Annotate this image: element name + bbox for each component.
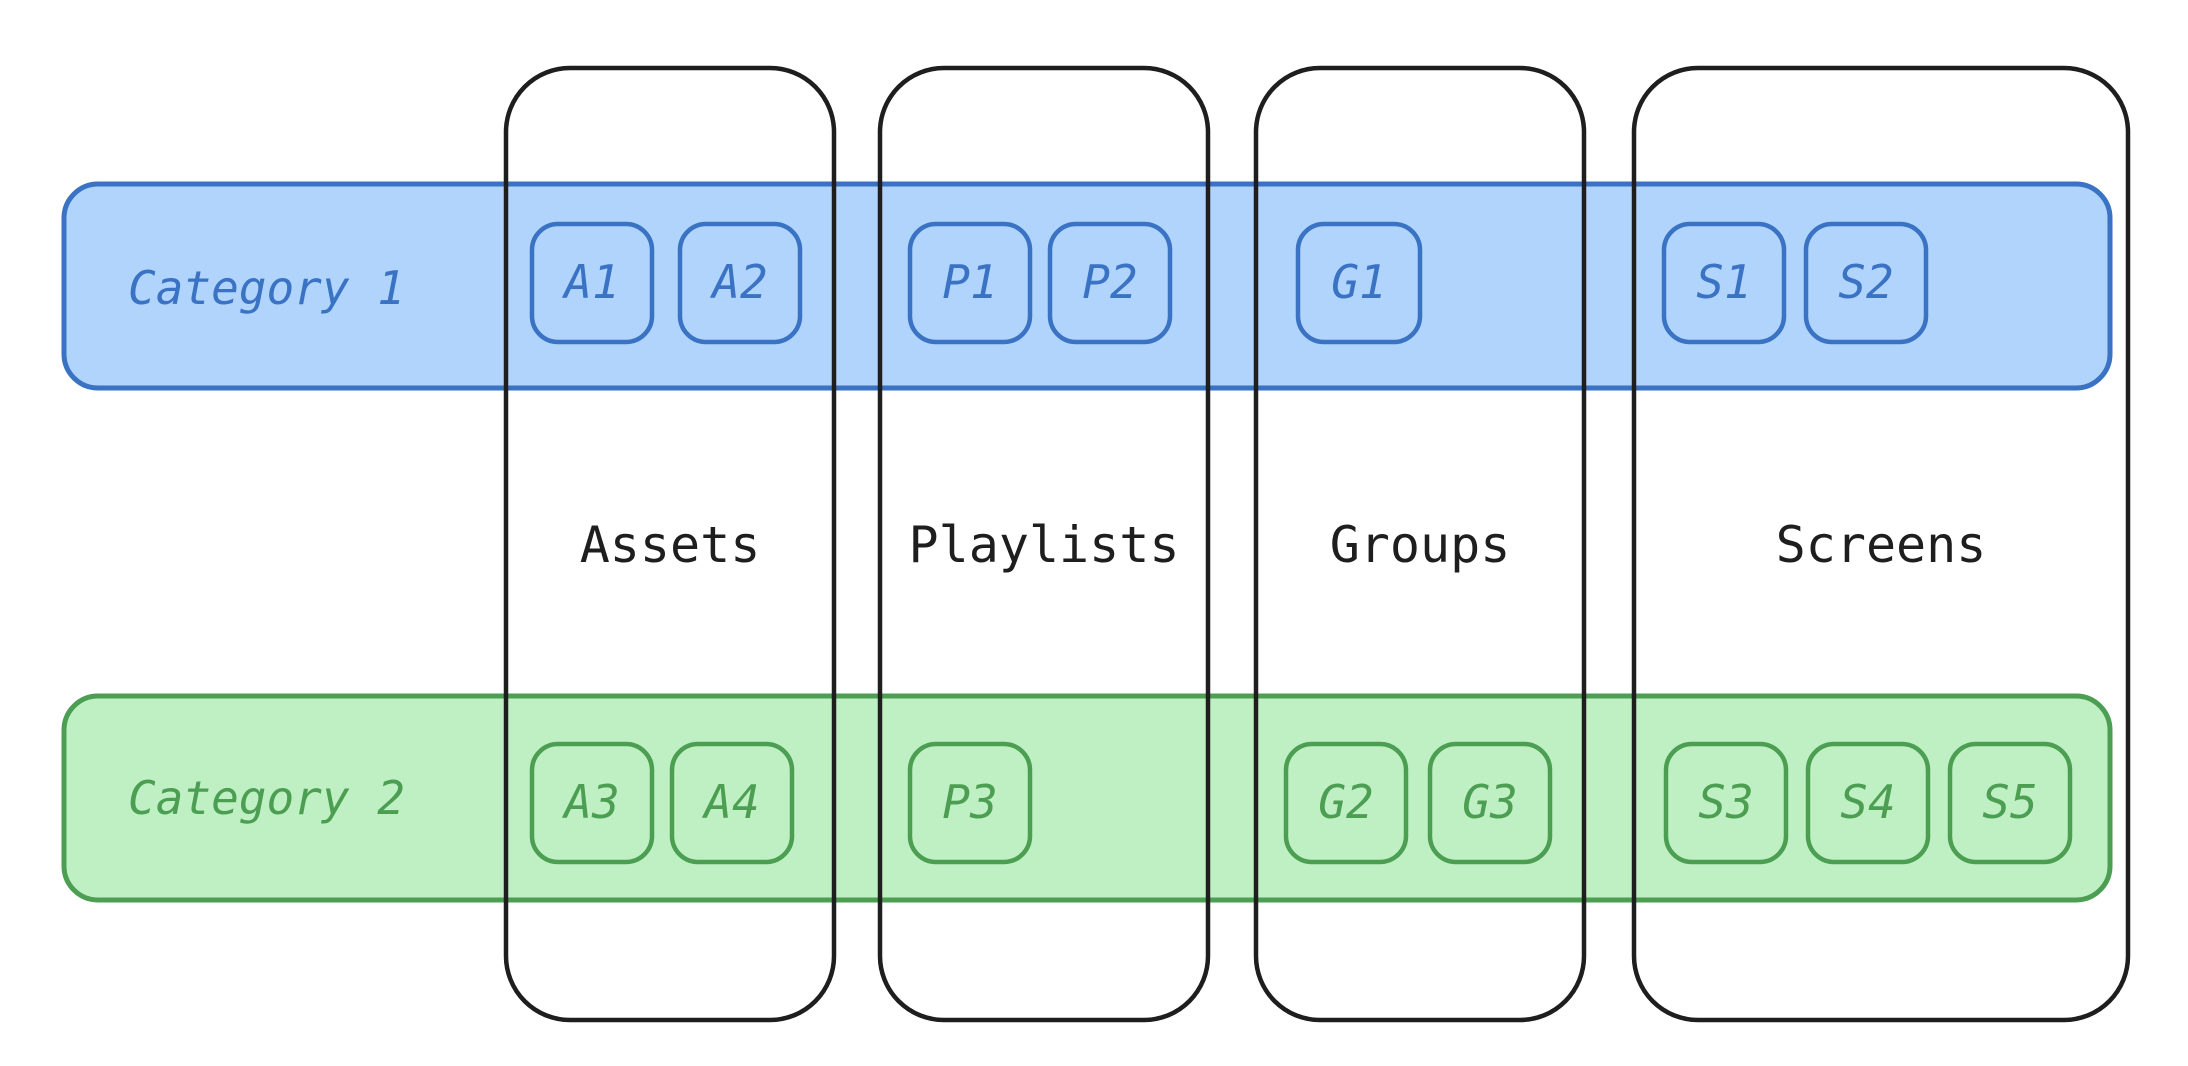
chip-g3-label: G3 xyxy=(1462,775,1517,829)
chip-s4-label: S4 xyxy=(1840,775,1895,829)
chip-s3: S3 xyxy=(1663,741,1789,865)
column-screens-box xyxy=(1631,65,2131,1023)
chip-p2: P2 xyxy=(1047,221,1173,345)
chip-p3-box xyxy=(907,741,1033,865)
chip-g3-box xyxy=(1427,741,1553,865)
chip-a4: A4 xyxy=(669,741,795,865)
chip-a4-label: A4 xyxy=(701,775,759,829)
chip-p1: P1 xyxy=(907,221,1033,345)
chip-g1-box xyxy=(1295,221,1423,345)
chip-a3-label: A3 xyxy=(561,775,619,829)
category-2-label: Category 2 xyxy=(128,771,405,825)
chip-p2-label: P2 xyxy=(1082,255,1137,309)
column-assets-title: Assets xyxy=(580,516,761,574)
chip-s3-box xyxy=(1663,741,1789,865)
chip-s5-box xyxy=(1947,741,2073,865)
chip-g1: G1 xyxy=(1295,221,1423,345)
chip-a4-box xyxy=(669,741,795,865)
chip-g2-label: G2 xyxy=(1318,775,1373,829)
chip-g1-label: G1 xyxy=(1331,255,1386,309)
column-groups: Groups xyxy=(1253,65,1587,1023)
column-assets: Assets xyxy=(503,65,837,1023)
column-playlists-box xyxy=(877,65,1211,1023)
chip-s1-box xyxy=(1661,221,1787,345)
chip-a2-label: A2 xyxy=(709,255,767,309)
chip-g3: G3 xyxy=(1427,741,1553,865)
chip-s1-label: S1 xyxy=(1696,255,1751,309)
column-assets-box xyxy=(503,65,837,1023)
chip-g2-box xyxy=(1283,741,1409,865)
category-1-label: Category 1 xyxy=(128,261,405,315)
column-groups-title: Groups xyxy=(1330,516,1511,574)
chip-s1: S1 xyxy=(1661,221,1787,345)
chip-s4: S4 xyxy=(1805,741,1931,865)
chip-p3: P3 xyxy=(907,741,1033,865)
chip-a3-box xyxy=(529,741,655,865)
column-screens: Screens xyxy=(1631,65,2131,1023)
chip-s4-box xyxy=(1805,741,1931,865)
column-playlists: Playlists xyxy=(877,65,1211,1023)
chip-s2-label: S2 xyxy=(1838,255,1893,309)
chip-s2-box xyxy=(1803,221,1929,345)
column-screens-title: Screens xyxy=(1776,516,1987,574)
chip-s3-label: S3 xyxy=(1698,775,1753,829)
chip-p1-label: P1 xyxy=(942,255,997,309)
column-groups-box xyxy=(1253,65,1587,1023)
chip-g2: G2 xyxy=(1283,741,1409,865)
chip-a2: A2 xyxy=(677,221,803,345)
chip-a1: A1 xyxy=(529,221,655,345)
chip-a2-box xyxy=(677,221,803,345)
chip-p2-box xyxy=(1047,221,1173,345)
chip-a1-box xyxy=(529,221,655,345)
chip-s5-label: S5 xyxy=(1982,775,2037,829)
chip-p1-box xyxy=(907,221,1033,345)
chip-a1-label: A1 xyxy=(561,255,619,309)
chip-s2: S2 xyxy=(1803,221,1929,345)
chip-a3: A3 xyxy=(529,741,655,865)
chip-p3-label: P3 xyxy=(942,775,997,829)
column-playlists-title: Playlists xyxy=(909,516,1180,574)
chip-s5: S5 xyxy=(1947,741,2073,865)
